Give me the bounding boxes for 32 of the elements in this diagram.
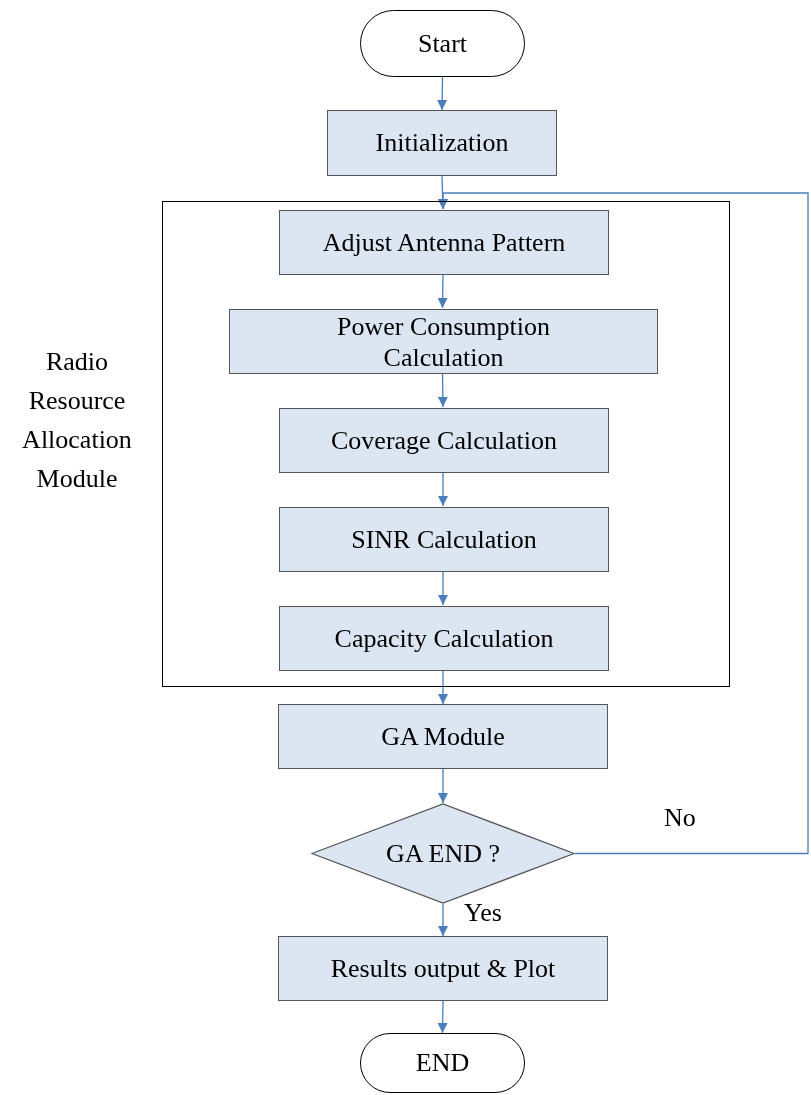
process-box: [278, 704, 608, 769]
arrow: [438, 570, 448, 606]
node-label: Power Consumption Calculation: [335, 310, 552, 373]
arrow: [438, 471, 448, 507]
node-label: Results output & Plot: [330, 952, 556, 985]
arrow: [438, 192, 809, 855]
terminal-pill: [360, 1033, 525, 1093]
arrow: [438, 669, 448, 705]
process-box: [327, 110, 557, 176]
node-label: SINR Calculation: [351, 523, 537, 556]
arrow: [437, 1000, 448, 1034]
node-label: GA Module: [381, 720, 505, 753]
arrow: [438, 768, 448, 804]
arrow: [437, 76, 448, 111]
node-label: GA END ?: [385, 837, 501, 870]
arrow: [437, 273, 448, 309]
node-label: END: [415, 1047, 470, 1079]
node-label: Coverage Calculation: [331, 424, 557, 457]
process-box: [279, 606, 609, 671]
process-box: [229, 309, 658, 374]
process-box: [279, 408, 609, 473]
arrow: [437, 372, 448, 408]
node-label: Capacity Calculation: [334, 622, 554, 655]
process-box: [279, 507, 609, 572]
decision-diamond: [311, 803, 575, 904]
arrow: [438, 903, 448, 937]
node-label: Initialization: [375, 127, 509, 159]
node-label: Start: [417, 27, 468, 60]
node-label: Adjust Antenna Pattern: [322, 226, 566, 259]
process-box: [279, 210, 609, 275]
module-heading: Radio Resource Allocation Module: [21, 346, 133, 495]
process-box: [278, 936, 608, 1001]
